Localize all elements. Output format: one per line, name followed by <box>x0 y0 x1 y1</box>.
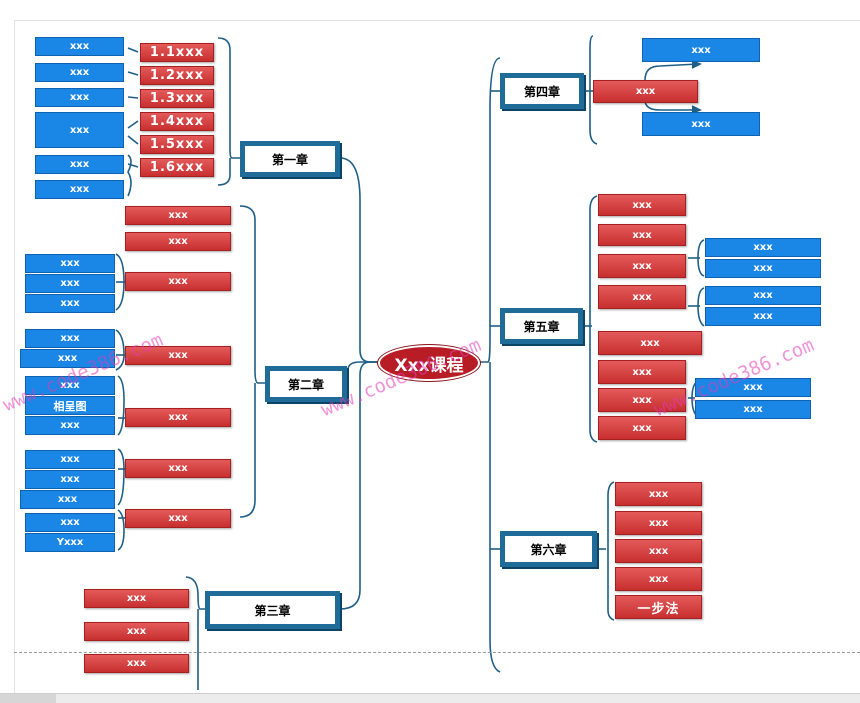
ch1-leaf-node[interactable]: xxx <box>35 37 124 56</box>
ch2-topic-node[interactable]: xxx <box>125 346 231 365</box>
ch1-section-node[interactable]: 1.6xxx <box>140 158 214 177</box>
ch2-topic-node[interactable]: xxx <box>125 272 231 291</box>
ch6-topic-node[interactable]: xxx <box>615 511 702 535</box>
ch1-section-node[interactable]: 1.1xxx <box>140 43 214 62</box>
page-frame-top <box>14 20 860 21</box>
ch1-section-node[interactable]: 1.4xxx <box>140 112 214 131</box>
ch5-topic-node[interactable]: xxx <box>598 224 686 246</box>
ch2-leaf-node[interactable]: xxx <box>20 349 115 368</box>
ch5-topic-node[interactable]: xxx <box>598 388 686 412</box>
ch5-topic-node[interactable]: xxx <box>598 254 686 278</box>
ch2-leaf-node[interactable]: xxx <box>25 274 115 293</box>
sheet-tab[interactable] <box>0 694 56 703</box>
page-break-line <box>14 652 860 653</box>
ch2-leaf-node[interactable]: Yxxx <box>25 533 115 552</box>
chapter-6-node[interactable]: 第六章 <box>500 531 597 567</box>
chapter-3-node[interactable]: 第三章 <box>205 591 340 629</box>
ch2-leaf-node[interactable]: xxx <box>25 470 115 489</box>
ch2-topic-node[interactable]: xxx <box>125 459 231 478</box>
ch5-topic-node[interactable]: xxx <box>598 416 686 440</box>
ch2-leaf-node[interactable]: xxx <box>25 513 115 532</box>
ch4-leaf-node[interactable]: xxx <box>642 38 760 62</box>
ch5-leaf-node[interactable]: xxx <box>705 307 821 326</box>
ch5-leaf-node[interactable]: xxx <box>705 286 821 305</box>
central-topic[interactable]: Xxx课程 <box>378 345 480 381</box>
ch2-topic-node[interactable]: xxx <box>125 509 231 528</box>
ch2-leaf-node[interactable]: xxx <box>25 329 115 348</box>
ch2-leaf-node[interactable]: xxx <box>25 294 115 313</box>
ch1-section-node[interactable]: 1.2xxx <box>140 66 214 85</box>
page-frame-left <box>14 20 15 693</box>
ch1-section-node[interactable]: 1.3xxx <box>140 89 214 108</box>
ch3-topic-node[interactable]: xxx <box>84 589 189 608</box>
ch5-leaf-node[interactable]: xxx <box>695 400 811 419</box>
ch2-leaf-node[interactable]: xxx <box>25 450 115 469</box>
ch5-leaf-node[interactable]: xxx <box>695 378 811 397</box>
ch2-topic-node[interactable]: xxx <box>125 232 231 251</box>
ch2-leaf-node[interactable]: xxx <box>20 490 115 509</box>
ch1-leaf-node[interactable]: xxx <box>35 112 124 148</box>
chapter-2-node[interactable]: 第二章 <box>265 366 347 402</box>
ch6-topic-node[interactable]: 一步法 <box>615 595 702 619</box>
ch2-leaf-node[interactable]: xxx <box>25 376 115 395</box>
ch1-section-node[interactable]: 1.5xxx <box>140 135 214 154</box>
ch5-topic-node[interactable]: xxx <box>598 285 686 309</box>
ch4-topic-node[interactable]: xxx <box>593 80 698 103</box>
ch5-leaf-node[interactable]: xxx <box>705 238 821 257</box>
ch5-leaf-node[interactable]: xxx <box>705 259 821 278</box>
ch3-topic-node[interactable]: xxx <box>84 622 189 641</box>
ch5-topic-node[interactable]: xxx <box>598 360 686 384</box>
status-bar <box>0 693 860 703</box>
ch5-topic-node[interactable]: xxx <box>598 194 686 216</box>
ch1-leaf-node[interactable]: xxx <box>35 180 124 199</box>
chapter-4-node[interactable]: 第四章 <box>500 73 584 109</box>
ch2-leaf-node[interactable]: xxx <box>25 416 115 435</box>
ch6-topic-node[interactable]: xxx <box>615 539 702 563</box>
ch6-topic-node[interactable]: xxx <box>615 567 702 591</box>
ch2-leaf-node[interactable]: 相呈图 <box>25 396 115 415</box>
ch5-topic-node[interactable]: xxx <box>598 331 702 355</box>
ch3-topic-node[interactable]: xxx <box>84 654 189 673</box>
ch6-topic-node[interactable]: xxx <box>615 482 702 506</box>
ch1-leaf-node[interactable]: xxx <box>35 63 124 82</box>
ch1-leaf-node[interactable]: xxx <box>35 88 124 107</box>
ch4-leaf-node[interactable]: xxx <box>642 112 760 136</box>
ch1-leaf-node[interactable]: xxx <box>35 155 124 174</box>
chapter-1-node[interactable]: 第一章 <box>240 141 340 177</box>
chapter-5-node[interactable]: 第五章 <box>500 308 583 344</box>
ch2-topic-node[interactable]: xxx <box>125 206 231 225</box>
ch2-leaf-node[interactable]: xxx <box>25 254 115 273</box>
ch2-topic-node[interactable]: xxx <box>125 408 231 427</box>
